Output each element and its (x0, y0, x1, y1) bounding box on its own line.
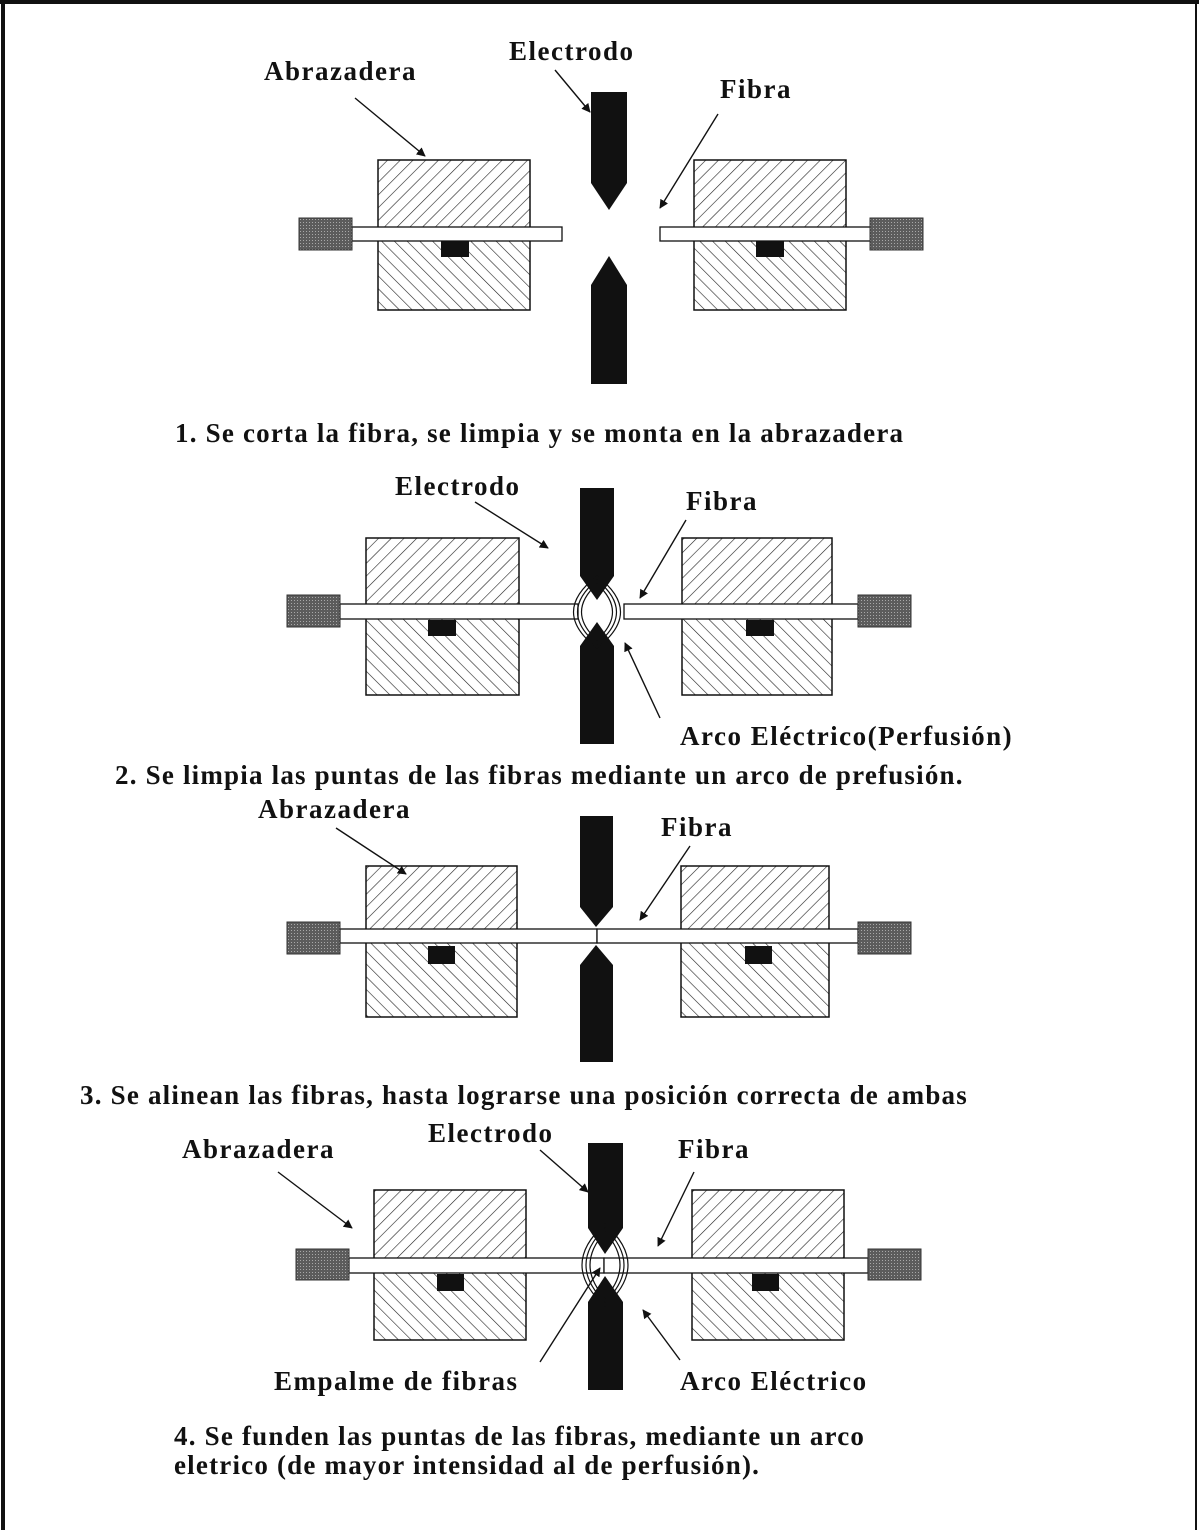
arc-label: Arco Eléctrico (680, 1366, 868, 1396)
clamp-label: Abrazadera (264, 56, 417, 86)
fiber-arrow (659, 113, 719, 209)
step-3-panel: Abrazadera Fibra 3. Se alinean las fibra… (80, 794, 968, 1110)
left-fiber (351, 226, 563, 242)
right-weight (869, 217, 924, 251)
fiber-label: Fibra (661, 812, 733, 842)
step-2-panel: Electrodo Fibra Arco Eléctrico(Perfusión… (115, 471, 1013, 790)
upper-electrode (591, 92, 627, 210)
splice-arrow (539, 1267, 601, 1363)
upper-electrode (580, 488, 614, 600)
left-clamp (373, 1189, 527, 1341)
electric-arc (581, 1223, 629, 1307)
lower-electrode (591, 256, 627, 384)
arc-arrow (624, 642, 661, 719)
step-1-caption: 1. Se corta la fibra, se limpia y se mon… (175, 418, 904, 448)
right-fiber (596, 928, 859, 944)
electric-arc (573, 575, 621, 649)
right-weight (857, 921, 912, 955)
fiber-label: Fibra (678, 1134, 750, 1164)
right-fiber (659, 226, 873, 242)
right-clamp (681, 537, 833, 696)
clamp-arrow (277, 1171, 353, 1229)
right-weight (857, 594, 912, 628)
step-4-caption-line2: eletrico (de mayor intensidad al de perf… (174, 1450, 760, 1480)
left-weight (295, 1248, 350, 1281)
left-weight (286, 594, 341, 628)
lower-electrode (580, 945, 613, 1062)
fiber-label: Fibra (720, 74, 792, 104)
right-clamp (691, 1189, 845, 1341)
arc-label: Arco Eléctrico(Perfusión) (680, 721, 1013, 751)
fiber-arrow (657, 1171, 695, 1247)
lower-electrode (580, 622, 614, 744)
left-weight (298, 217, 353, 251)
step-3-caption: 3. Se alinean las fibras, hasta lograrse… (80, 1080, 968, 1110)
clamp-label: Abrazadera (258, 794, 411, 824)
fiber-arrow (639, 845, 691, 921)
electrode-label: Electrodo (395, 471, 520, 501)
upper-electrode (580, 816, 613, 927)
fiber-label: Fibra (686, 486, 758, 516)
step-4-caption-line1: 4. Se funden las puntas de las fibras, m… (174, 1421, 865, 1451)
clamp-label: Abrazadera (182, 1134, 335, 1164)
arc-arrow (642, 1309, 681, 1361)
left-fiber (339, 928, 598, 944)
electrode-arrow (474, 501, 549, 549)
left-weight (286, 921, 341, 955)
left-fiber (339, 603, 579, 620)
clamp-arrow (335, 827, 407, 875)
fiber-arrow (639, 519, 687, 599)
left-clamp (365, 865, 518, 1018)
step-2-caption: 2. Se limpia las puntas de las fibras me… (115, 760, 964, 790)
step-1-panel: Abrazadera Electrodo Fibra 1. Se corta l… (175, 36, 924, 448)
right-clamp (680, 865, 830, 1018)
left-clamp (365, 537, 520, 696)
electrode-arrow (554, 69, 591, 113)
clamp-arrow (354, 97, 426, 157)
step-4-panel: Abrazadera Electrodo Fibra Empalme de fi… (174, 1118, 922, 1480)
electrode-label: Electrodo (509, 36, 634, 66)
upper-electrode (588, 1143, 623, 1254)
left-fiber (348, 1257, 605, 1274)
right-fiber (623, 603, 859, 620)
right-weight (867, 1248, 922, 1281)
splice-label: Empalme de fibras (274, 1366, 519, 1396)
lower-electrode (588, 1276, 623, 1390)
right-fiber (603, 1257, 869, 1274)
electrode-label: Electrodo (428, 1118, 553, 1148)
electrode-arrow (539, 1149, 589, 1193)
